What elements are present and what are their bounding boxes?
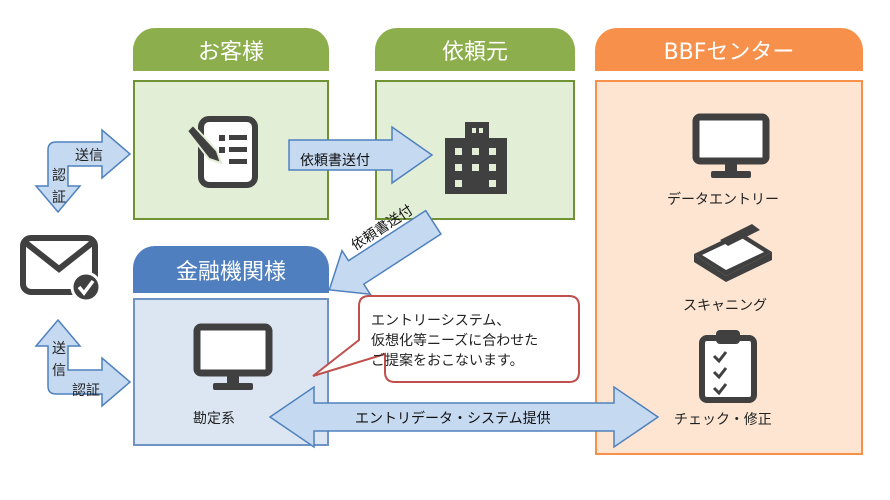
building-icon <box>445 122 507 194</box>
send-request-diagonal-arrow <box>328 209 442 296</box>
callout-line-1: エントリーシステム、 <box>371 313 511 329</box>
auth-top-label-2: 証 <box>52 190 66 206</box>
callout-line-2: 仮想化等ニーズに合わせた <box>371 333 539 349</box>
send-top-label: 送信 <box>75 148 103 164</box>
bbf-header-label: BBFセンター <box>663 39 795 65</box>
send-bottom-label-1: 送 <box>52 341 66 357</box>
form-icon <box>185 116 258 188</box>
provide-double-arrow <box>268 385 660 449</box>
requester-header-label: 依頼元 <box>441 39 508 65</box>
bank-header: 金融機関様 <box>133 246 329 298</box>
auth-bottom-label: 認証 <box>72 383 100 399</box>
customer-header-label: お客様 <box>197 39 264 65</box>
customer-header: お客様 <box>133 28 329 76</box>
bank-header-label: 金融機関様 <box>175 259 286 285</box>
data-entry-label: データエントリー <box>667 192 779 208</box>
send-auth-top-arrow <box>34 128 132 214</box>
send-request-arrow <box>288 125 434 185</box>
bbf-header: BBFセンター <box>595 28 863 76</box>
scanning-label: スキャニング <box>683 298 767 314</box>
monitor-icon <box>193 323 273 390</box>
provide-label: エントリデータ・システム提供 <box>355 411 551 427</box>
mail-check-icon <box>20 235 102 303</box>
check-label: チェック・修正 <box>674 412 772 428</box>
send-bottom-label-2: 信 <box>52 363 66 379</box>
callout-line-3: ご提案をおこないます。 <box>371 353 524 369</box>
scanner-icon <box>694 224 772 282</box>
send-request-label: 依頼書送付 <box>300 153 370 169</box>
clipboard-check-icon <box>699 330 757 403</box>
send-auth-bottom-arrow <box>34 318 132 408</box>
requester-header: 依頼元 <box>375 28 575 76</box>
monitor-icon <box>692 113 770 178</box>
bank-item-label: 勘定系 <box>193 411 235 427</box>
auth-top-label-1: 認 <box>52 168 66 184</box>
callout-bubble <box>312 295 580 383</box>
